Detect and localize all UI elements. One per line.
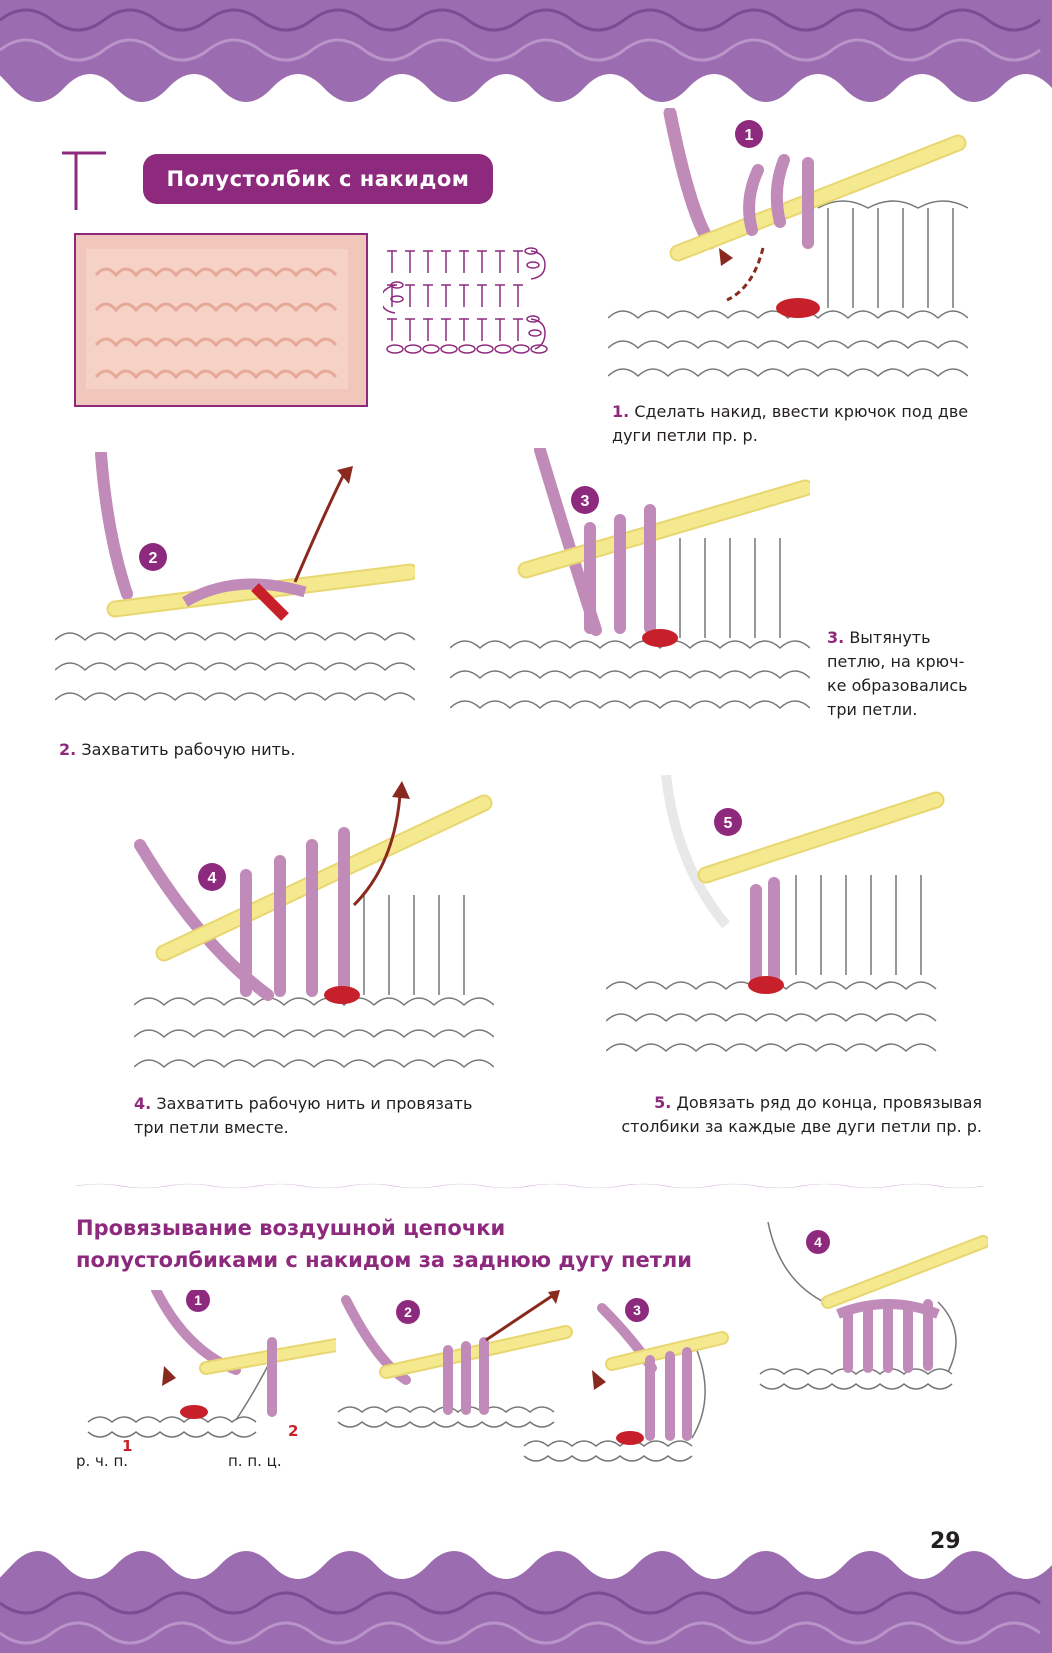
- step-1-illustration: 1: [608, 108, 968, 378]
- step-2-badge: 2: [149, 550, 158, 567]
- chain-badge-3: 3: [633, 1302, 641, 1318]
- bottom-wavy-border: [0, 1551, 1052, 1653]
- step-4-illustration: 4: [134, 781, 494, 1069]
- label-mark-1: 1: [122, 1437, 133, 1455]
- section-title: Полустолбик с накидом: [143, 154, 493, 204]
- chain-badge-4: 4: [814, 1234, 822, 1250]
- chain-badge-1: 1: [194, 1292, 202, 1308]
- page-number: 29: [930, 1529, 961, 1554]
- swatch-photo: [74, 233, 368, 407]
- step-4-badge: 4: [208, 870, 217, 887]
- top-wavy-border: [0, 0, 1052, 102]
- step-5-badge: 5: [724, 815, 733, 832]
- chain-badge-2: 2: [404, 1304, 412, 1320]
- label-mark-2: 2: [288, 1422, 299, 1440]
- step-3-badge: 3: [581, 493, 590, 510]
- label-ppc: п. п. ц.: [228, 1452, 282, 1470]
- label-rchp: р. ч. п.: [76, 1452, 129, 1470]
- step-3-illustration: 3: [450, 448, 810, 710]
- step-5-illustration: 5: [606, 775, 945, 1053]
- chain-step-2-illustration: 2: [337, 1290, 573, 1428]
- chain-step-3-illustration: 3: [523, 1298, 729, 1462]
- step-2-illustration: 2: [55, 452, 415, 702]
- half-double-crochet-symbol: [62, 151, 106, 210]
- chain-step-1-illustration: 1: [87, 1290, 336, 1438]
- step-1-badge: 1: [745, 127, 754, 144]
- step-2-caption: 2. Захватить рабочую нить.: [59, 740, 296, 759]
- dotted-divider: [76, 1183, 984, 1189]
- stitch-chart: [383, 247, 548, 354]
- chain-step-4-illustration: 4: [759, 1222, 988, 1390]
